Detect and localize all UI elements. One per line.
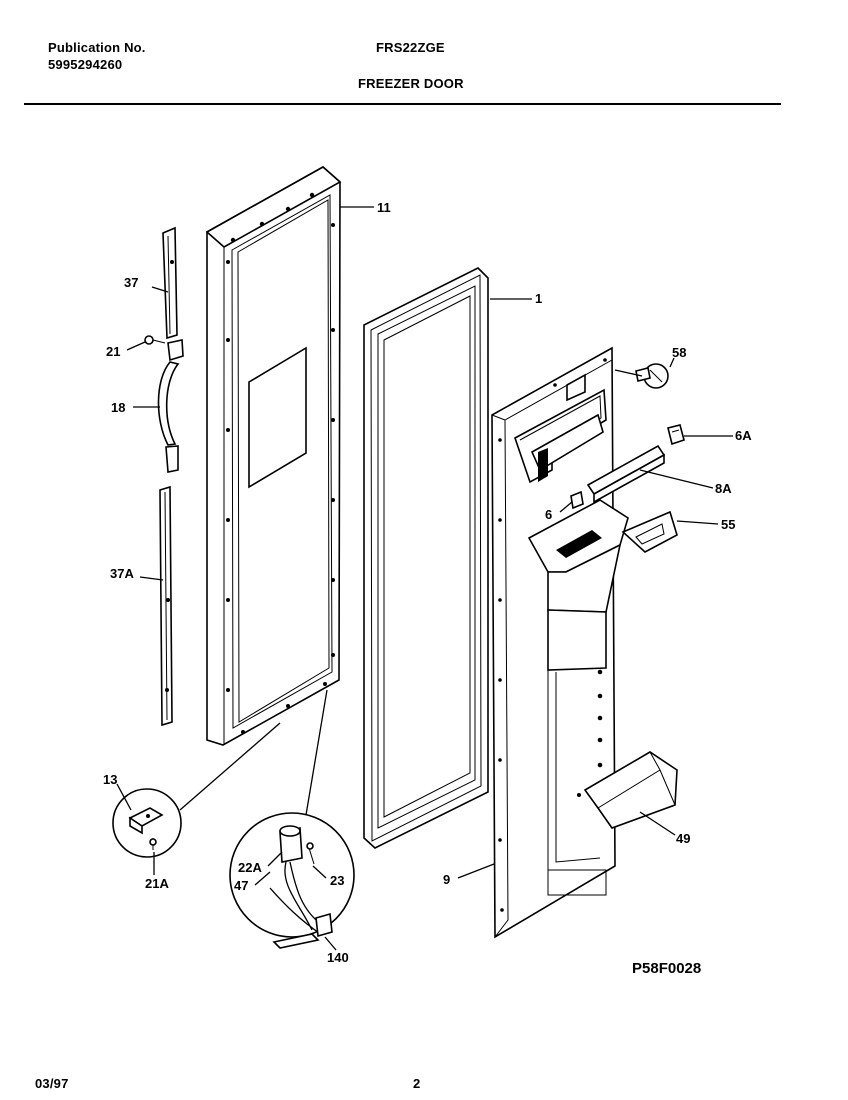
callout-18: 18	[111, 400, 125, 415]
section-title: FREEZER DOOR	[358, 76, 464, 91]
callout-9: 9	[443, 872, 450, 887]
screw-58	[635, 363, 669, 389]
pad-6	[570, 490, 584, 510]
callout-8a: 8A	[715, 481, 732, 496]
footer-date: 03/97	[35, 1076, 69, 1091]
callout-13: 13	[103, 772, 117, 787]
door-gasket	[363, 267, 489, 849]
callout-11: 11	[377, 200, 391, 215]
callout-58: 58	[672, 345, 686, 360]
callout-47: 47	[234, 878, 248, 893]
handle-18	[157, 339, 184, 473]
publication-number: 5995294260	[48, 57, 123, 72]
spring-6a	[667, 424, 685, 446]
wiring-detail-circle	[229, 689, 355, 949]
callout-140: 140	[327, 950, 349, 965]
callout-37a: 37A	[110, 566, 134, 581]
trim-strip-37a	[159, 485, 173, 727]
callout-6: 6	[545, 507, 552, 522]
door-bin	[577, 751, 678, 829]
callout-49: 49	[676, 831, 690, 846]
diagram-code: P58F0028	[632, 960, 701, 977]
callout-21a: 21A	[145, 876, 169, 891]
callout-55: 55	[721, 517, 735, 532]
callout-6a: 6A	[735, 428, 752, 443]
page-number: 2	[413, 1076, 421, 1091]
hinge-detail-circle	[112, 722, 281, 858]
trim-strip-37	[162, 226, 178, 340]
screw-21	[144, 335, 166, 345]
outer-door-panel	[205, 166, 342, 746]
header-rule	[24, 103, 781, 105]
callout-21: 21	[106, 344, 120, 359]
publication-label: Publication No.	[48, 40, 146, 55]
callout-22a: 22A	[238, 860, 262, 875]
callout-23: 23	[330, 873, 344, 888]
model-number: FRS22ZGE	[376, 40, 445, 55]
callout-1: 1	[535, 291, 542, 306]
dispenser-pad-55	[621, 510, 678, 553]
dispenser-lever-8a	[586, 444, 666, 504]
leader-lines	[116, 206, 733, 951]
inner-door-liner	[491, 346, 629, 939]
callout-37: 37	[124, 275, 138, 290]
